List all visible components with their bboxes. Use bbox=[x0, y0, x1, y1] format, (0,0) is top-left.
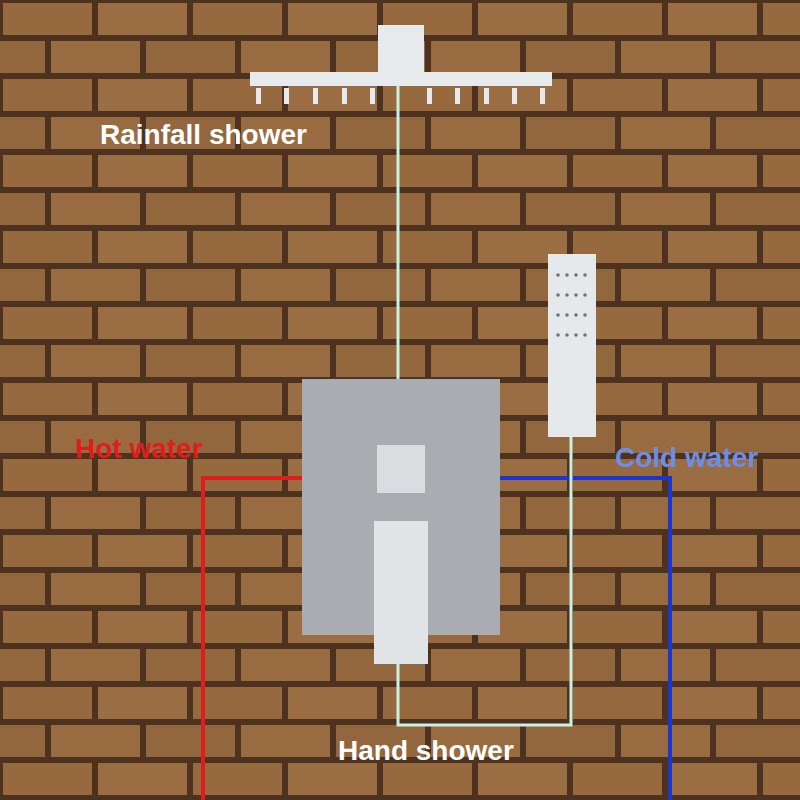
rainfall-nozzles bbox=[256, 88, 545, 104]
hot-water-pipe bbox=[203, 478, 302, 800]
rainfall-head bbox=[250, 72, 552, 86]
component-label: Rainfall shower bbox=[100, 120, 307, 151]
rainfall-mount bbox=[378, 25, 424, 73]
cold-water-pipe bbox=[500, 478, 670, 800]
diverter-knob bbox=[377, 445, 425, 493]
hand-shower bbox=[548, 254, 596, 437]
hand-shower-holes bbox=[556, 273, 587, 337]
rainfall-pipe bbox=[397, 86, 400, 380]
supply-label: Hot water bbox=[75, 434, 203, 465]
supply-label: Cold water bbox=[615, 443, 758, 474]
component-label: Hand shower bbox=[338, 736, 514, 767]
mixer-handle bbox=[374, 521, 428, 664]
